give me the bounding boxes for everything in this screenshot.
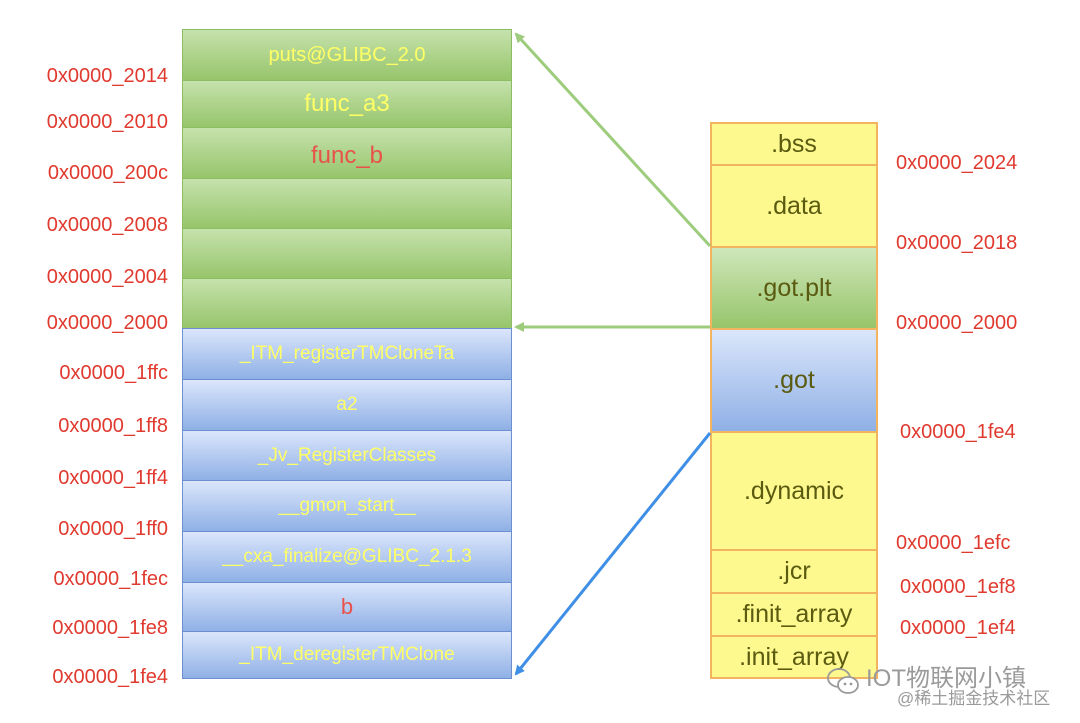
cell-label: puts@GLIBC_2.0 — [268, 43, 426, 66]
address-label: 0x0000_1ff4 — [58, 467, 168, 489]
watermark-title: IOT物联网小镇 — [866, 665, 1026, 692]
section-finit-array: .finit_array — [710, 592, 878, 637]
section-label: .dynamic — [743, 476, 845, 505]
cell-label: a2 — [336, 394, 358, 415]
got-plt-entry-func-b: func_b — [182, 127, 512, 179]
wechat-icon — [827, 668, 859, 694]
address-label: 0x0000_1fe4 — [52, 666, 168, 688]
section-label: .got.plt — [756, 273, 832, 302]
section-label: .init_array — [739, 642, 849, 671]
got-entry-itm-register: _ITM_registerTMCloneTa — [182, 328, 512, 380]
section-label: .bss — [771, 129, 817, 158]
got-entry-gmon-start: __gmon_start__ — [182, 480, 512, 532]
cell-label: func_b — [310, 142, 384, 169]
cell-label: __cxa_finalize@GLIBC_2.1.3 — [222, 546, 472, 567]
address-label: 0x0000_1ff0 — [58, 518, 168, 540]
address-label: 0x0000_2014 — [46, 65, 168, 87]
got-entry-itm-deregister: _ITM_deregisterTMClone — [182, 631, 512, 679]
section-label: .finit_array — [735, 600, 853, 628]
got-entry-a2: a2 — [182, 379, 512, 431]
cell-label: b — [340, 594, 354, 619]
address-label: 0x0000_1ff8 — [58, 415, 168, 437]
cell-label: func_a3 — [304, 90, 390, 117]
arrow-got-bottom-to-deregister — [514, 432, 712, 676]
section-label: .jcr — [777, 557, 811, 585]
cell-label: _ITM_registerTMCloneTa — [239, 343, 455, 364]
watermark-subtitle: @稀土掘金技术社区 — [897, 689, 1051, 708]
address-label: 0x0000_2024 — [896, 152, 1018, 174]
address-label: 0x0000_2004 — [46, 266, 168, 288]
cell-label: _Jv_RegisterClasses — [257, 444, 437, 466]
got-entry-cxa-finalize: __cxa_finalize@GLIBC_2.1.3 — [182, 531, 512, 583]
address-label: 0x0000_2008 — [46, 214, 168, 236]
got-plt-entry-empty — [182, 278, 512, 329]
section-label: .data — [766, 191, 822, 220]
section-label: .got — [773, 366, 815, 394]
address-label: 0x0000_1fec — [53, 568, 168, 590]
address-label: 0x0000_2000 — [896, 312, 1018, 334]
address-label: 0x0000_1ef8 — [900, 576, 1016, 598]
section-init-array: .init_array — [710, 635, 878, 679]
got-plt-entry-puts: puts@GLIBC_2.0 — [182, 29, 512, 81]
address-label: 0x0000_200c — [47, 162, 168, 184]
section-bss: .bss — [710, 122, 878, 166]
address-label: 0x0000_2000 — [46, 312, 168, 334]
address-label: 0x0000_2010 — [46, 111, 168, 133]
address-label: 0x0000_1efc — [896, 532, 1011, 554]
arrow-got-plt-to-puts — [514, 32, 712, 248]
address-label: 0x0000_1fe4 — [900, 421, 1016, 443]
address-label: 0x0000_1ffc — [59, 362, 168, 384]
section-dynamic: .dynamic — [710, 431, 878, 551]
address-label: 0x0000_2018 — [896, 232, 1018, 254]
cell-label: __gmon_start__ — [278, 495, 416, 516]
cell-label: _ITM_deregisterTMClone — [239, 644, 455, 665]
address-label: 0x0000_1fe8 — [52, 617, 168, 639]
got-entry-b: b — [182, 582, 512, 632]
address-label: 0x0000_1ef4 — [900, 617, 1016, 639]
